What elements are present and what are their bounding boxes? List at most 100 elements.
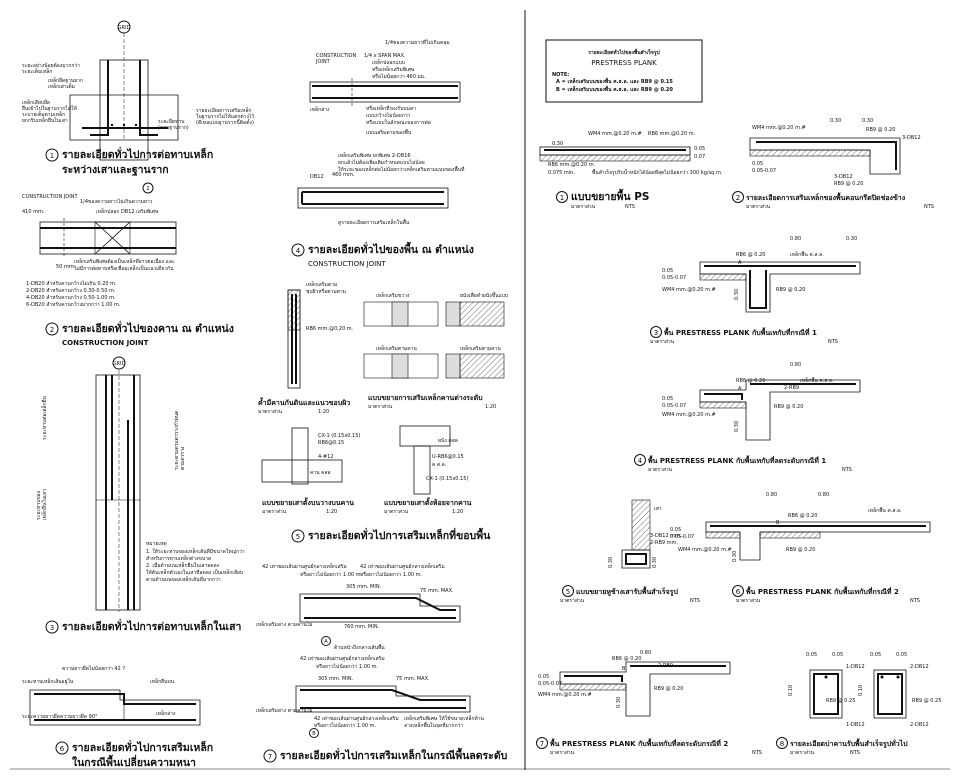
detail-title: รายละเอียดบ่าคานรับพื้นสำเร็จรูปทั่วไป [790, 737, 908, 749]
note: เหล็กยึดฐานยาก [48, 76, 83, 84]
note: RB6 mm.@0.20 m. [648, 131, 696, 137]
note: 1/4 x SPAN MAX. [364, 53, 406, 59]
detail-subtitle: ระหว่างเสาและฐานราก [62, 164, 169, 176]
note: 0.30 [652, 557, 658, 568]
note: หรือแบบในลักษณะของการต่อ [366, 119, 431, 126]
note: ระยะเต็มเหล็ก [22, 67, 52, 75]
note: หรือยาวไม่น้อยกว่า 1.00 m. [360, 571, 423, 578]
note: 0.30 [732, 551, 738, 562]
grid-label: GRID [118, 25, 131, 31]
note: ระยะทาบต่อเหล็กยืน [40, 395, 48, 440]
section-marker: A [324, 639, 328, 645]
section-marker: B [312, 731, 316, 737]
note: 0.30 [616, 697, 622, 708]
note: เหล็กเสริมตามคาน [460, 344, 501, 352]
note: CONSTRUCTION JOINT [22, 194, 78, 200]
note: 0.80 [790, 236, 801, 242]
note: เหล็กเสริมพิเศษ ยกพิเศษ 2-DB16 [338, 151, 411, 159]
note: ให้ต้นเหล็กตัวเองในเสาที่ลดลง เป็นเหล็กเ… [146, 568, 243, 576]
detail-title: รายละเอียดทั่วไปของคาน ณ ตำแหน่ง [62, 320, 234, 335]
note: WM4 mm.@0.20 m.# [752, 125, 806, 131]
note: RB9 @ 0.20 [786, 547, 815, 553]
note: 1-DB12 [846, 722, 865, 728]
note: 2-DB20 สำหรับคานกว้าง 0.30-0.50 m. [26, 287, 116, 294]
note: CONSTRUCTION [316, 53, 356, 59]
note: 42 เท่าของเส้นผ่านศูนย์กลางเหล็กเสริม [300, 654, 385, 662]
note: (ตามฐานราก) [158, 125, 189, 131]
note: WM4 mm.@0.20 m.# [588, 131, 642, 137]
note: 0.30 [552, 141, 563, 147]
detail-number: 6 [60, 745, 65, 753]
note: ชุบผิวหรือตามตาม [306, 288, 346, 295]
note: RB9 @ 0.25 [826, 698, 855, 704]
note: 4-DB20 สำหรับคานกว้าง 0.50-1.00 m. [26, 294, 116, 301]
scale-label: มาตราส่วน [571, 204, 596, 210]
scale-label: NTS [828, 339, 838, 345]
detail-4: 1/4ของความยาวที่ไม่เกินคลุม CONSTRUCTION… [291, 39, 474, 268]
note: CX-1 (0.15x0.15) [318, 433, 360, 439]
detail-number: 4 [296, 247, 301, 255]
note: 0.05 [870, 652, 881, 658]
grid-label: GRID [113, 361, 126, 367]
note: RB9 @ 0.20 [774, 404, 803, 410]
box-subtitle: PRESTRESS PLANK [591, 59, 657, 67]
note: 2-DB12 [910, 664, 929, 670]
detail-3: GRID ระยะทาบต่อเหล็กยืน ระยะตามตามตารางก… [36, 356, 245, 634]
note: RB9 @ 0.25 [912, 698, 941, 704]
note: 0.05 [538, 674, 549, 680]
note: ดูรายละเอียดการเสริมเหล็กในพื้น [338, 217, 410, 226]
note: ล่างเหล็กพื้นในจุดที่มากกว่า [404, 720, 463, 729]
note: 2. เมื่อด้านบนเหล็กยืนในเสาลดลง [146, 561, 220, 569]
note: 0.05-0.07 [670, 534, 694, 540]
scale-label: มาตราส่วน [258, 409, 283, 415]
scale-label: มาตราส่วน [560, 598, 585, 604]
note: ความยาวยึด 90° [60, 713, 98, 720]
note: RB9 @ 0.20 [776, 287, 805, 293]
note: 0.075 min. [548, 170, 575, 176]
note: เหล็กเสริมล่าง ตามคานไม่ [256, 620, 312, 628]
scale-label: มาตราส่วน [790, 750, 815, 756]
detail-r4: 0.80 RB6 @ 0.20 2-RB9 เหล็กพื้น ค.ส.ล. A… [634, 362, 861, 473]
note: เหล็กเสาเต็ม [48, 82, 75, 90]
detail-number: 3 [654, 329, 658, 337]
note: ระยะทาบของ [36, 490, 42, 520]
note: 42 เท่าของเส้นผ่านศูนย์กลางเหล็กเสริม [314, 714, 399, 722]
detail-7: 42 เท่าของเส้นผ่านศูนย์กลางเหล็กเสริม หร… [256, 562, 508, 763]
note: ระยะทาบเหล็กเส้นอยู่ใน [22, 677, 74, 685]
detail-number: 1 [560, 194, 564, 202]
detail-6: ความยาวยึดไม่น้อยกว่า 42 ? ระยะทาบเหล็กเ… [22, 665, 213, 769]
scale-label: มาตราส่วน [550, 750, 575, 756]
note: 0.10 [788, 685, 794, 696]
note: 0.05 [806, 652, 817, 658]
note: พื้นสำเร็จรูปรับน้ำหนักได้น้อยที่สุดไม่น… [592, 167, 723, 176]
note: 305 mm. MIN. [318, 676, 354, 682]
note: B [622, 666, 626, 672]
detail-2: 2 CONSTRUCTION JOINT 1/4ของความยาวไม่เกิ… [22, 182, 234, 347]
detail-title: พื้น PRESTRESS PLANK กับพื้นเทกับที่ลดระ… [648, 454, 826, 465]
note: 1. ให้ระยะทาบของเหล็กเส้นที่มีขนาดใหญ่กว… [146, 547, 245, 555]
note: 305 mm. MIN. [346, 584, 382, 590]
detail-title: พื้น PRESTRESS PLANK กับพื้นเทกับที่ลดระ… [550, 737, 728, 748]
detail-title: รายละเอียดทั่วไปของพื้น ณ ตำแหน่ง [308, 241, 474, 256]
detail-number: 5 [566, 588, 570, 596]
note: RB6 @ 0.20 [736, 252, 765, 258]
detail-number: 4 [638, 457, 643, 465]
note: RB6 @ 0.20 [612, 656, 641, 662]
note: เหล็กเสียบยึด [22, 98, 50, 106]
detail-number: 2 [736, 194, 740, 202]
note: DB12 [310, 174, 324, 180]
note: เหล็กล่าง [156, 709, 176, 717]
note-heading: หมายเหตุ [146, 541, 167, 547]
detail-r7: 0.80 RB6 @ 0.20 2-RB9 B 0.05 0.05-0.07 W… [536, 650, 762, 756]
detail-title: แบบขยายหูช้างเสารับพื้นสำเร็จรูป [576, 585, 678, 597]
note: แบบกว้างไม่น้อยกว่า [366, 112, 411, 119]
note-heading: NOTE: [552, 72, 569, 78]
note: 6-DB20 สำหรับคานกว้างมากกว่า 1.00 m. [26, 301, 121, 308]
note: ระยะยึดทาบ [158, 118, 184, 125]
detail-r3: 0.80 RB6 @ 0.20 เหล็กพื้น ค.ส.ล. A 0.05 … [650, 236, 861, 345]
note: ความยาวยึดไม่น้อยกว่า 42 ? [62, 665, 125, 672]
detail-subtitle: CONSTRUCTION JOINT [308, 260, 386, 268]
detail-number: 6 [736, 588, 741, 596]
note: ระยะอย่างน้อยต้องมากกว่า [22, 62, 80, 69]
detail-title: รายละเอียดทั่วไปการต่อทาบเหล็กในเสา [62, 618, 241, 633]
